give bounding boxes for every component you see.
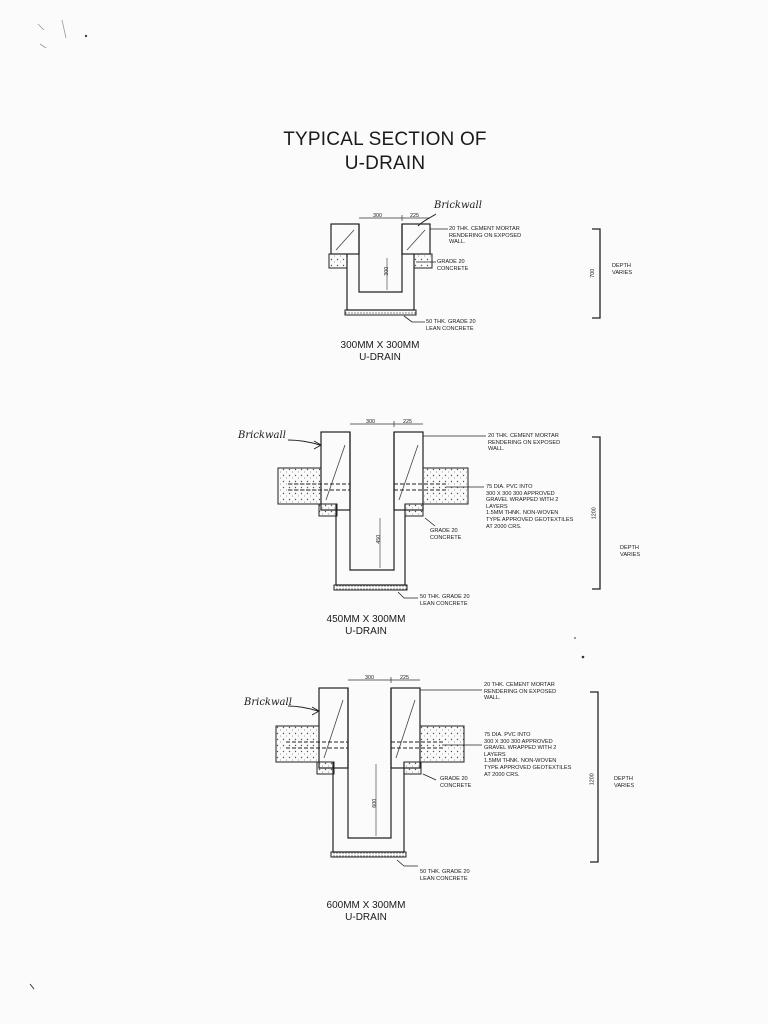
lean-concrete	[344, 309, 417, 316]
note-concrete: GRADE 20 CONCRETE	[437, 259, 469, 272]
gravel-block-left	[277, 467, 322, 505]
section-caption-line2: U-DRAIN	[345, 626, 387, 637]
note-pvc-gravel: 75 DIA. PVC INTO 300 X 300 300 APPROVED …	[486, 484, 574, 530]
section-caption-line2: U-DRAIN	[345, 912, 387, 923]
handwritten-brickwall-label: Brickwall	[244, 697, 292, 708]
gravel-block-right	[422, 467, 469, 505]
dim-top-right: 225	[410, 213, 419, 219]
depth-bracket	[590, 691, 599, 863]
note-lean-concrete: 50 THK. GRADE 20 LEAN CONCRETE	[426, 319, 476, 332]
depth-bracket	[592, 228, 601, 319]
note-rendering: 20 THK. CEMENT MORTAR RENDERING ON EXPOS…	[449, 226, 522, 246]
concrete-pad-left	[318, 503, 338, 517]
dim-top-left: 300	[366, 419, 375, 425]
note-depth-varies: DEPTH VARIES	[620, 545, 641, 558]
note-depth-varies: DEPTH VARIES	[612, 263, 633, 276]
page-title-line2: U-DRAIN	[344, 153, 426, 174]
section-caption-line1: 600MM X 300MM	[326, 900, 406, 911]
u-drain-inner	[349, 432, 395, 571]
note-rendering: 20 THK. CEMENT MORTAR RENDERING ON EXPOS…	[484, 682, 557, 702]
dim-top-left: 300	[365, 675, 374, 681]
lean-concrete	[330, 851, 407, 858]
gravel-block-left	[275, 725, 320, 763]
dim-top-right: 225	[403, 419, 412, 425]
note-pvc-gravel: 75 DIA. PVC INTO 300 X 300 300 APPROVED …	[484, 732, 572, 778]
u-drain-inner	[358, 224, 403, 293]
note-depth-varies: DEPTH VARIES	[614, 776, 635, 789]
handwritten-brickwall-label: Brickwall	[238, 430, 286, 441]
handwritten-brickwall-label: Brickwall	[434, 200, 482, 211]
lean-concrete	[333, 584, 408, 591]
page-title-line1: TYPICAL SECTION OF	[283, 129, 487, 150]
note-lean-concrete: 50 THK. GRADE 20 LEAN CONCRETE	[420, 594, 470, 607]
note-concrete: GRADE 20 CONCRETE	[430, 528, 462, 541]
dim-top-right: 225	[400, 675, 409, 681]
depth-bracket	[592, 436, 601, 590]
gravel-block-right	[419, 725, 465, 763]
note-concrete: GRADE 20 CONCRETE	[440, 776, 472, 789]
section-caption-line1: 450MM X 300MM	[326, 614, 406, 625]
concrete-pad-left	[316, 761, 335, 775]
note-rendering: 20 THK. CEMENT MORTAR RENDERING ON EXPOS…	[488, 433, 561, 453]
note-lean-concrete: 50 THK. GRADE 20 LEAN CONCRETE	[420, 869, 470, 882]
section-caption-line1: 300MM X 300MM	[340, 340, 420, 351]
u-drain-inner	[347, 688, 392, 839]
dim-top-left: 300	[373, 213, 382, 219]
section-caption-line2: U-DRAIN	[359, 352, 401, 363]
